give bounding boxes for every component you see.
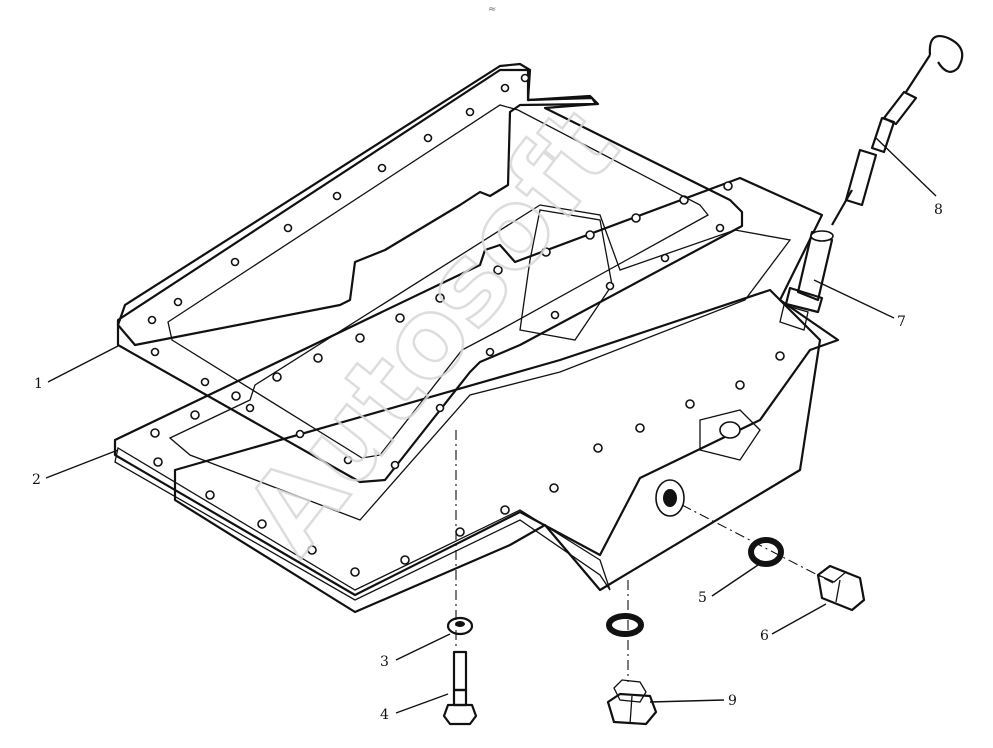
callout-4: 4 bbox=[380, 707, 389, 723]
assembly-axes bbox=[455, 430, 836, 682]
callout-labels: 1 2 3 4 5 6 7 8 9 bbox=[32, 202, 943, 723]
callout-5: 5 bbox=[698, 590, 707, 606]
sealing-ring-side-shape bbox=[748, 537, 784, 567]
dipstick-grip bbox=[844, 148, 878, 207]
side-drain-plug-head bbox=[816, 564, 866, 612]
washer-outer bbox=[446, 616, 474, 636]
callout-1: 1 bbox=[34, 376, 43, 392]
washer-hole bbox=[455, 621, 465, 627]
dipstick-shaft bbox=[905, 54, 931, 93]
dipstick-cap bbox=[882, 90, 918, 126]
dipstick-tube-nut bbox=[784, 286, 824, 314]
side-drain-plug-edge bbox=[835, 579, 841, 603]
washer bbox=[446, 616, 474, 636]
leader-9 bbox=[649, 699, 725, 703]
bolt-head bbox=[442, 703, 478, 726]
leader-2 bbox=[45, 449, 119, 479]
leader-5 bbox=[711, 564, 759, 597]
side-drain-plug-thread bbox=[816, 565, 848, 583]
leader-3 bbox=[395, 633, 451, 661]
sealing-ring-side bbox=[748, 537, 784, 567]
dipstick bbox=[831, 34, 964, 226]
leader-6 bbox=[771, 603, 827, 635]
oil-pan-flange bbox=[113, 176, 840, 597]
watermark-text: Autosoft bbox=[222, 87, 643, 576]
sealing-ring-bottom-shape bbox=[606, 613, 644, 637]
gasket-rear-edge bbox=[116, 62, 600, 347]
dipstick-mount-boss bbox=[699, 409, 761, 461]
callout-7: 7 bbox=[897, 314, 906, 330]
side-drain-port-center bbox=[663, 489, 677, 507]
bolt-thread bbox=[452, 650, 468, 692]
oil-pan-cavity bbox=[168, 204, 792, 521]
callout-6: 6 bbox=[760, 628, 769, 644]
dipstick-tube-top bbox=[810, 230, 834, 242]
oil-pan-gasket bbox=[116, 62, 744, 484]
callout-leaders bbox=[45, 137, 937, 714]
oil-pan-inner-well bbox=[519, 209, 613, 341]
gasket-inner-ring bbox=[167, 104, 709, 459]
callout-2: 2 bbox=[32, 472, 41, 488]
bottom-drain-plug-edge bbox=[629, 695, 633, 725]
dipstick-tube-thread bbox=[779, 304, 809, 331]
bottom-drain-plug bbox=[606, 679, 658, 726]
dipstick-tube bbox=[779, 230, 834, 331]
dipstick-collar bbox=[870, 116, 896, 154]
dipstick-handle-loop bbox=[928, 34, 964, 73]
bottom-drain-plug-thread bbox=[613, 679, 647, 703]
side-drain-plug bbox=[816, 564, 866, 612]
oil-pan-flange-edge bbox=[114, 446, 611, 601]
dipstick-rod-lower bbox=[831, 189, 853, 226]
bolt bbox=[442, 650, 478, 726]
header-mark: ≈ bbox=[488, 4, 496, 15]
bottom-drain-plug-head bbox=[606, 692, 658, 726]
sealing-ring-bottom bbox=[606, 613, 644, 637]
leader-4 bbox=[395, 693, 449, 714]
oil-pan-bolt-holes bbox=[150, 181, 785, 577]
callout-3: 3 bbox=[380, 654, 389, 670]
boss-hole bbox=[719, 421, 741, 439]
leader-1 bbox=[47, 345, 119, 383]
oil-pan bbox=[113, 176, 840, 614]
dipstick-tube-body bbox=[796, 230, 834, 302]
oil-pan-sump-body bbox=[173, 288, 822, 614]
leader-7 bbox=[813, 279, 895, 319]
callout-9: 9 bbox=[728, 693, 737, 709]
leader-8 bbox=[875, 137, 937, 197]
callout-8: 8 bbox=[934, 202, 943, 218]
side-plug-axis bbox=[681, 504, 836, 585]
gasket-bolt-holes bbox=[147, 73, 725, 470]
gasket-outer-ring bbox=[116, 68, 744, 484]
bolt-shank bbox=[452, 688, 468, 707]
